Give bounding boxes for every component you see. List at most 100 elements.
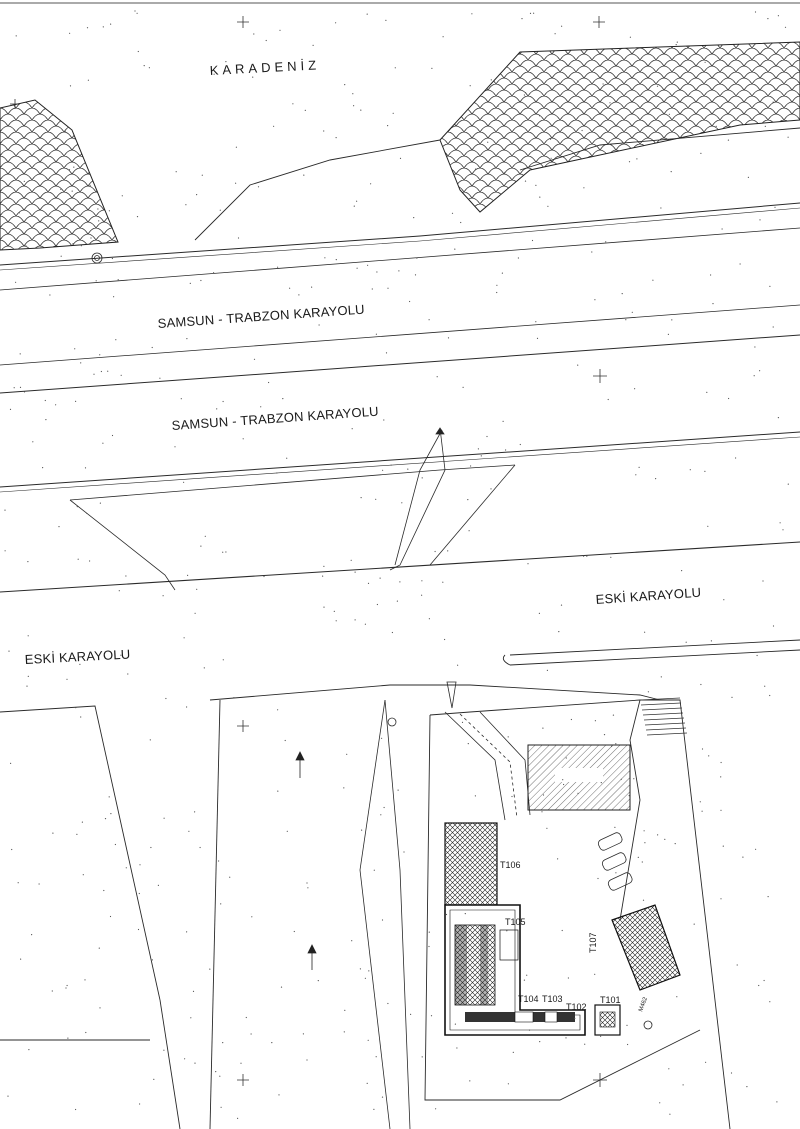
elevation-dot xyxy=(565,757,567,759)
elevation-dot xyxy=(421,1056,423,1058)
elevation-dot xyxy=(487,141,489,143)
elevation-dot xyxy=(644,631,646,633)
elevation-dot xyxy=(777,417,780,419)
elevation-points xyxy=(4,10,789,1119)
elevation-dot xyxy=(187,574,189,577)
elevation-dot xyxy=(524,92,527,94)
elevation-dot xyxy=(318,310,320,312)
elevation-dot xyxy=(367,582,370,585)
elevation-dot xyxy=(99,502,101,504)
elevation-dot xyxy=(581,129,583,132)
elevation-dot xyxy=(554,33,556,35)
elevation-dot xyxy=(137,928,140,931)
elevation-dot xyxy=(668,1068,670,1070)
elevation-dot xyxy=(260,406,262,408)
elevation-dot xyxy=(163,817,165,819)
elevation-dot xyxy=(637,856,639,859)
elevation-dot xyxy=(108,796,110,798)
elevation-dot xyxy=(772,625,775,627)
building-t101[interactable] xyxy=(594,1004,621,1036)
elevation-dot xyxy=(490,79,492,81)
elevation-dot xyxy=(20,958,22,960)
elevation-dot xyxy=(656,85,659,87)
elevation-dot xyxy=(670,171,672,173)
elevation-dot xyxy=(219,209,221,211)
elevation-dot xyxy=(73,166,75,168)
elevation-dot xyxy=(253,33,255,35)
elevation-dot xyxy=(60,255,62,257)
elevation-dot xyxy=(700,152,702,154)
elevation-dot xyxy=(385,352,388,354)
label-t103: T103 xyxy=(542,994,563,1004)
elevation-dot xyxy=(521,18,523,20)
elevation-dot xyxy=(333,610,335,613)
elevation-dot xyxy=(445,913,448,916)
elevation-dot xyxy=(421,477,423,479)
elevation-dot xyxy=(631,311,633,313)
elevation-dot xyxy=(502,420,504,422)
elevation-dot xyxy=(470,465,472,467)
elevation-dot xyxy=(561,929,563,932)
elevation-dot xyxy=(102,442,104,444)
elevation-dot xyxy=(486,435,488,438)
elevation-dot xyxy=(186,706,188,708)
elevation-dot xyxy=(95,280,97,282)
building-t106[interactable] xyxy=(444,822,498,906)
elevation-dot xyxy=(660,676,662,678)
elevation-dot xyxy=(539,115,541,117)
elevation-dot xyxy=(79,663,81,666)
elevation-dot xyxy=(397,789,399,791)
elevation-dot xyxy=(685,641,687,643)
elevation-dot xyxy=(49,294,51,296)
elevation-dot xyxy=(539,196,541,198)
elevation-dot xyxy=(536,337,539,339)
elevation-dot xyxy=(594,720,597,722)
median-strip xyxy=(91,252,411,1129)
elevation-dot xyxy=(86,27,89,29)
elevation-dot xyxy=(163,1049,165,1051)
elevation-dot xyxy=(376,603,378,606)
label-t107: T107 xyxy=(588,932,598,953)
elevation-dot xyxy=(470,860,472,862)
elevation-dot xyxy=(468,530,470,532)
elevation-dot xyxy=(268,381,270,384)
elevation-dot xyxy=(376,271,378,273)
elevation-dot xyxy=(710,640,713,642)
elevation-dot xyxy=(758,984,760,987)
elevation-dot xyxy=(335,22,337,24)
elevation-dot xyxy=(641,861,643,863)
elevation-dot xyxy=(396,600,398,602)
elevation-dot xyxy=(75,400,77,402)
elevation-dot xyxy=(600,782,602,784)
elevation-dot xyxy=(93,373,95,375)
elevation-dot xyxy=(642,899,645,901)
elevation-dot xyxy=(471,13,473,15)
elevation-dot xyxy=(447,550,449,552)
label-old-road-west: ESKİ KARAYOLU xyxy=(24,646,130,667)
elevation-dot xyxy=(235,146,237,148)
elevation-dot xyxy=(517,257,520,259)
elevation-dot xyxy=(401,502,403,504)
elevation-dot xyxy=(560,604,563,606)
elevation-dot xyxy=(42,467,44,469)
elevation-dot xyxy=(701,748,704,750)
elevation-dot xyxy=(546,827,548,829)
elevation-dot xyxy=(565,1037,567,1039)
elevation-dot xyxy=(628,795,630,797)
building-t107[interactable] xyxy=(611,904,681,991)
elevation-dot xyxy=(756,654,758,657)
elevation-dot xyxy=(550,157,552,159)
direction-arrows xyxy=(295,751,317,970)
elevation-dot xyxy=(612,714,615,716)
elevation-dot xyxy=(763,979,765,982)
elevation-dot xyxy=(635,474,637,476)
building-complex[interactable] xyxy=(444,904,586,1036)
elevation-dot xyxy=(51,990,53,992)
elevation-dot xyxy=(111,257,113,260)
elevation-dot xyxy=(306,882,308,884)
elevation-dot xyxy=(113,296,115,298)
elevation-dot xyxy=(611,745,613,747)
elevation-dot xyxy=(383,806,385,809)
elevation-dot xyxy=(143,65,145,67)
elevation-dot xyxy=(120,654,122,656)
